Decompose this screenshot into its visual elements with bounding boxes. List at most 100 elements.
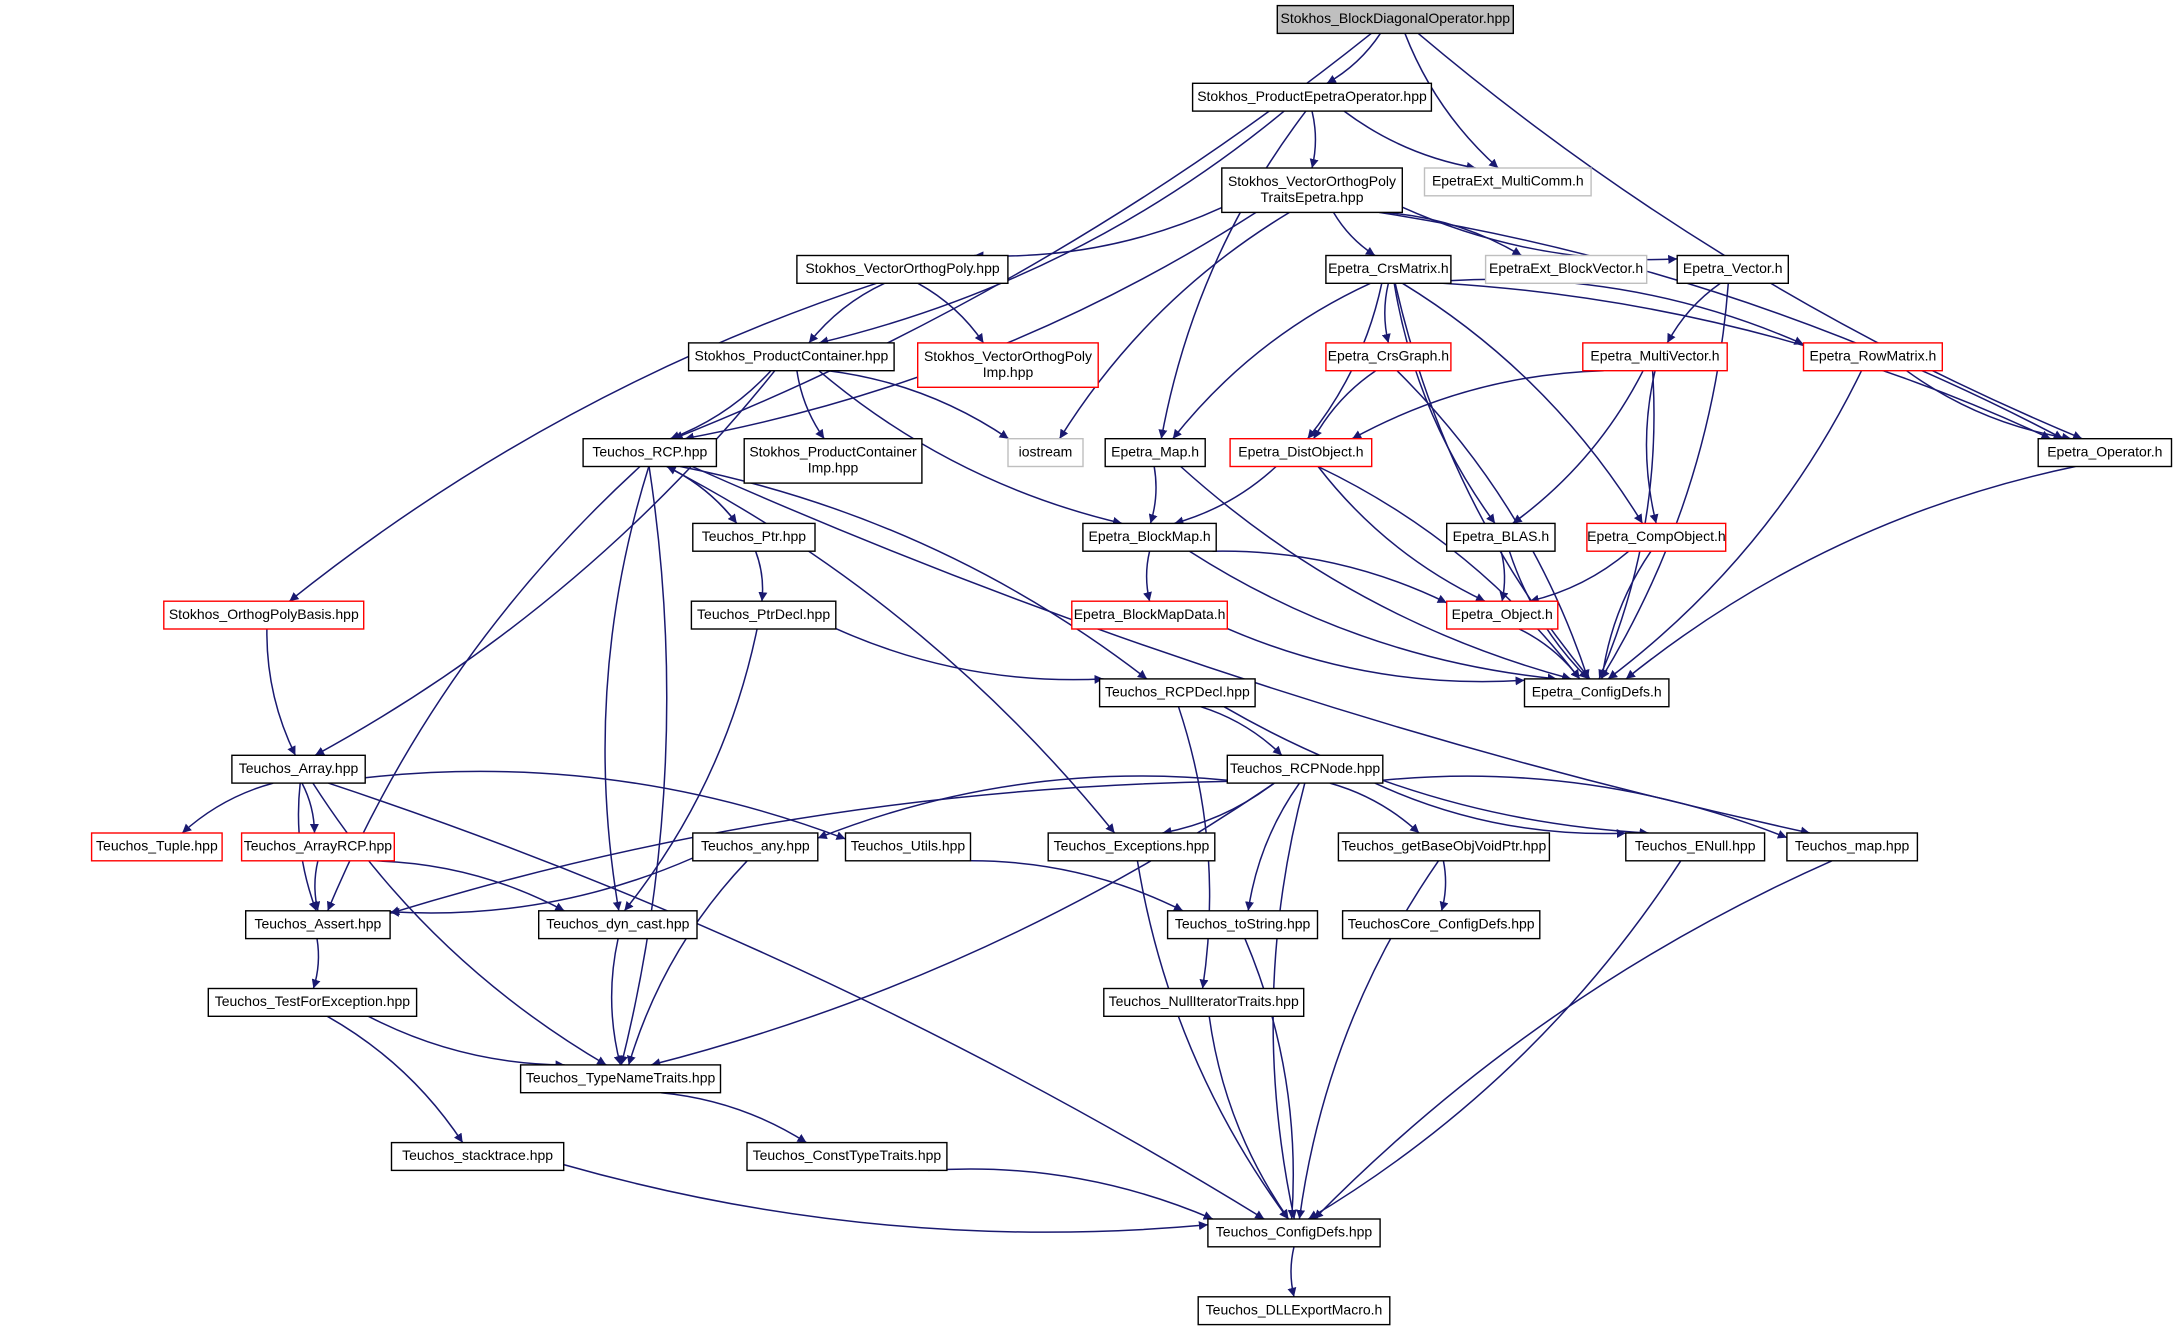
node-blas[interactable]: Epetra_BLAS.h — [1445, 522, 1556, 552]
node-crsGraph[interactable]: Epetra_CrsGraph.h — [1325, 342, 1452, 372]
node-box[interactable] — [1207, 1218, 1381, 1248]
node-tmap[interactable]: Teuchos_map.hpp — [1786, 832, 1919, 862]
node-epetraMap[interactable]: Epetra_Map.h — [1104, 438, 1206, 468]
node-epetraObject[interactable]: Epetra_Object.h — [1445, 600, 1559, 630]
node-stacktrace[interactable]: Teuchos_stacktrace.hpp — [390, 1141, 565, 1172]
node-compObject[interactable]: Epetra_CompObject.h — [1586, 522, 1727, 552]
node-epetraOperator[interactable]: Epetra_Operator.h — [2037, 438, 2173, 468]
node-toString[interactable]: Teuchos_toString.hpp — [1166, 910, 1319, 940]
node-dllExport[interactable]: Teuchos_DLLExportMacro.h — [1197, 1296, 1391, 1326]
node-box[interactable] — [1325, 342, 1452, 372]
node-box[interactable] — [519, 1064, 722, 1094]
node-tuple[interactable]: Teuchos_Tuple.hpp — [90, 832, 223, 862]
node-box[interactable] — [1802, 342, 1944, 372]
node-box[interactable] — [1337, 832, 1551, 862]
node-box[interactable] — [90, 832, 223, 862]
node-box[interactable] — [1484, 254, 1648, 284]
node-exceptions[interactable]: Teuchos_Exceptions.hpp — [1047, 832, 1216, 862]
node-box[interactable] — [1226, 754, 1384, 784]
node-box[interactable] — [687, 342, 895, 372]
node-box[interactable] — [1676, 254, 1789, 284]
node-blockVector[interactable]: EpetraExt_BlockVector.h — [1484, 254, 1648, 284]
node-box[interactable] — [244, 910, 391, 940]
node-box[interactable] — [1098, 678, 1256, 708]
node-any[interactable]: Teuchos_any.hpp — [692, 832, 819, 862]
node-configDefs[interactable]: Epetra_ConfigDefs.h — [1523, 678, 1670, 708]
node-assert[interactable]: Teuchos_Assert.hpp — [244, 910, 391, 940]
node-array[interactable]: Teuchos_Array.hpp — [231, 754, 366, 784]
node-box[interactable] — [582, 438, 718, 468]
node-getBase[interactable]: Teuchos_getBaseObjVoidPtr.hpp — [1337, 832, 1551, 862]
node-crsMatrix[interactable]: Epetra_CrsMatrix.h — [1325, 254, 1452, 284]
node-box[interactable] — [1197, 1296, 1391, 1326]
node-iostream[interactable]: iostream — [1007, 438, 1084, 468]
node-box[interactable] — [1104, 438, 1206, 468]
node-testForExc[interactable]: Teuchos_TestForException.hpp — [207, 987, 418, 1017]
node-box[interactable] — [1007, 438, 1084, 468]
node-blockMapData[interactable]: Epetra_BlockMapData.h — [1071, 600, 1229, 630]
node-coreConfig[interactable]: TeuchosCore_ConfigDefs.hpp — [1341, 910, 1541, 940]
node-box[interactable] — [538, 910, 698, 940]
node-box[interactable] — [1423, 167, 1592, 197]
node-box[interactable] — [690, 600, 837, 630]
node-box[interactable] — [796, 254, 1009, 284]
node-box[interactable] — [1523, 678, 1670, 708]
node-box[interactable] — [692, 522, 816, 552]
node-box[interactable] — [743, 438, 923, 484]
node-prodContainer[interactable]: Stokhos_ProductContainer.hpp — [687, 342, 895, 372]
node-epetraVector[interactable]: Epetra_Vector.h — [1676, 254, 1789, 284]
node-typeName[interactable]: Teuchos_TypeNameTraits.hpp — [519, 1064, 722, 1094]
node-vecOrtho[interactable]: Stokhos_VectorOrthogPoly.hpp — [796, 254, 1009, 284]
node-tConfig[interactable]: Teuchos_ConfigDefs.hpp — [1207, 1218, 1381, 1248]
node-ptrDecl[interactable]: Teuchos_PtrDecl.hpp — [690, 600, 837, 630]
node-orthoBasis[interactable]: Stokhos_OrthogPolyBasis.hpp — [163, 600, 365, 630]
node-arrayRcp[interactable]: Teuchos_ArrayRCP.hpp — [240, 832, 396, 862]
node-rcp[interactable]: Teuchos_RCP.hpp — [582, 438, 718, 468]
node-box[interactable] — [692, 832, 819, 862]
node-box[interactable] — [163, 600, 365, 630]
node-box[interactable] — [917, 342, 1099, 388]
node-box[interactable] — [1325, 254, 1452, 284]
node-box[interactable] — [1166, 910, 1319, 940]
node-blockMap[interactable]: Epetra_BlockMap.h — [1082, 522, 1217, 552]
node-box[interactable] — [2037, 438, 2173, 468]
node-box[interactable] — [1341, 910, 1541, 940]
node-box[interactable] — [1103, 987, 1305, 1017]
node-ptr[interactable]: Teuchos_Ptr.hpp — [692, 522, 816, 552]
node-multiVector[interactable]: Epetra_MultiVector.h — [1582, 342, 1728, 372]
node-box[interactable] — [390, 1141, 565, 1172]
node-box[interactable] — [1445, 600, 1559, 630]
node-box[interactable] — [1625, 832, 1766, 862]
node-rowMatrix[interactable]: Epetra_RowMatrix.h — [1802, 342, 1944, 372]
node-box[interactable] — [1276, 4, 1515, 35]
node-box[interactable] — [1082, 522, 1217, 552]
node-rcpNode[interactable]: Teuchos_RCPNode.hpp — [1226, 754, 1384, 784]
node-box[interactable] — [240, 832, 396, 862]
node-box[interactable] — [207, 987, 418, 1017]
node-distObject[interactable]: Epetra_DistObject.h — [1229, 438, 1373, 468]
node-rcpDecl[interactable]: Teuchos_RCPDecl.hpp — [1098, 678, 1256, 708]
node-box[interactable] — [1071, 600, 1229, 630]
node-box[interactable] — [844, 832, 972, 862]
node-enull[interactable]: Teuchos_ENull.hpp — [1625, 832, 1766, 862]
node-nullIter[interactable]: Teuchos_NullIteratorTraits.hpp — [1103, 987, 1305, 1017]
node-dynCast[interactable]: Teuchos_dyn_cast.hpp — [538, 910, 698, 940]
node-box[interactable] — [1047, 832, 1216, 862]
node-root[interactable]: Stokhos_BlockDiagonalOperator.hpp — [1276, 4, 1515, 35]
node-box[interactable] — [1786, 832, 1919, 862]
node-prodEpetraOp[interactable]: Stokhos_ProductEpetraOperator.hpp — [1191, 82, 1433, 112]
node-box[interactable] — [1582, 342, 1728, 372]
node-multiComm[interactable]: EpetraExt_MultiComm.h — [1423, 167, 1592, 197]
node-box[interactable] — [1221, 167, 1404, 214]
node-constType[interactable]: Teuchos_ConstTypeTraits.hpp — [746, 1141, 948, 1172]
node-utils[interactable]: Teuchos_Utils.hpp — [844, 832, 972, 862]
node-box[interactable] — [1445, 522, 1556, 552]
node-box[interactable] — [1191, 82, 1433, 112]
node-box[interactable] — [1229, 438, 1373, 468]
node-box[interactable] — [231, 754, 366, 784]
node-box[interactable] — [746, 1141, 948, 1172]
node-box[interactable] — [1586, 522, 1727, 552]
